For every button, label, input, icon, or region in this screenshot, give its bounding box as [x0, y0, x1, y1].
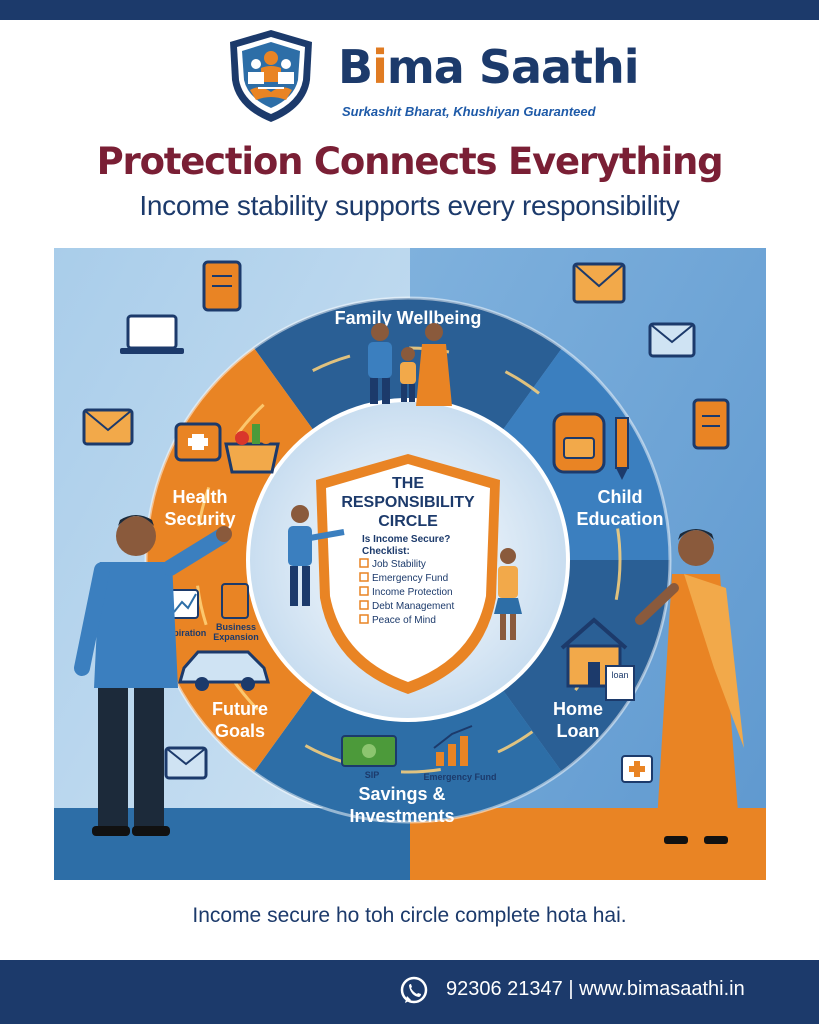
man-pointing-illustration [74, 515, 232, 836]
brand-tagline: Surkashit Bharat, Khushiyan Guaranteed [342, 104, 596, 119]
checklist-item: Debt Management [372, 601, 454, 612]
aspiration-label: Aspiration [162, 628, 207, 638]
shield-icon [316, 454, 500, 694]
medical-kit-icon [621, 755, 653, 783]
shield-title-3: CIRCLE [378, 513, 438, 530]
bima-saathi-logo-icon [230, 30, 312, 122]
mail-envelope-icon [572, 262, 626, 304]
checklist-item: Job Stability [372, 559, 426, 570]
man-pointing-small-illustration [288, 505, 345, 606]
contact-info[interactable]: 92306 21347 | www.bimasaathi.in [446, 978, 745, 1000]
vegetable-basket-icon [224, 424, 280, 474]
segment-label-future-2: Goals [215, 721, 265, 741]
family-illustration-icon [368, 323, 452, 406]
responsibility-circle-infographic: Family Wellbeing Health Security Child E… [54, 248, 766, 880]
top-bar [0, 0, 819, 20]
loan-document-icon [605, 665, 635, 701]
shield-question: Is Income Secure? [362, 534, 450, 545]
money-icon [341, 735, 397, 767]
segment-label-health-1: Health [172, 487, 227, 507]
footer-bar [0, 960, 819, 1024]
segment-label-future-1: Future [212, 699, 268, 719]
checklist-item: Peace of Mind [372, 615, 436, 626]
notebook-icon [202, 260, 242, 312]
mail-envelope-icon [82, 408, 134, 446]
business-notebook-icon [221, 583, 249, 619]
segment-label-savings-1: Savings & [358, 784, 445, 804]
checkbox-icon [359, 600, 369, 610]
brand-name: Bima Saathi [338, 40, 640, 94]
segment-label-home-1: Home [553, 699, 603, 719]
checklist-title: Checklist: [362, 546, 410, 557]
checkbox-icon [359, 614, 369, 624]
car-icon [178, 650, 270, 691]
school-bag-icon [552, 412, 606, 474]
checkbox-icon [359, 558, 369, 568]
business-label-1: Business [216, 622, 256, 632]
page-subtitle: Income stability supports every responsi… [139, 190, 680, 221]
checkbox-icon [359, 586, 369, 596]
segment-label-family: Family Wellbeing [335, 308, 482, 328]
shield-title-1: THE [392, 475, 424, 492]
emergency-fund-label: Emergency Fund [423, 772, 496, 782]
loan-doc-label: loan [611, 670, 628, 680]
notebook-icon [692, 398, 730, 450]
medical-kit-icon [174, 422, 222, 462]
mail-envelope-icon [164, 746, 208, 780]
segment-label-health-2: Security [164, 509, 235, 529]
woman-in-saree-illustration [635, 529, 744, 844]
segment-label-home-2: Loan [557, 721, 600, 741]
segment-label-child-2: Education [576, 509, 663, 529]
checklist-item: Income Protection [372, 587, 453, 598]
growth-chart-icon [433, 725, 473, 766]
checklist-item: Emergency Fund [372, 573, 448, 584]
sip-label: SIP [365, 770, 380, 780]
page-title: Protection Connects Everything [96, 140, 724, 183]
pencil-icon [615, 417, 629, 480]
mail-envelope-icon [648, 322, 696, 358]
segment-label-savings-2: Investments [349, 806, 454, 826]
business-label-2: Expansion [213, 632, 259, 642]
whatsapp-icon[interactable] [399, 976, 429, 1006]
laptop-icon [120, 314, 184, 354]
segment-label-child-1: Child [598, 487, 643, 507]
girl-small-illustration [494, 548, 522, 640]
checkbox-icon [359, 572, 369, 582]
checklist: Job Stability Emergency Fund Income Prot… [359, 558, 454, 626]
caption: Income secure ho toh circle complete hot… [192, 904, 627, 927]
shield-title-2: RESPONSIBILITY [341, 494, 475, 511]
